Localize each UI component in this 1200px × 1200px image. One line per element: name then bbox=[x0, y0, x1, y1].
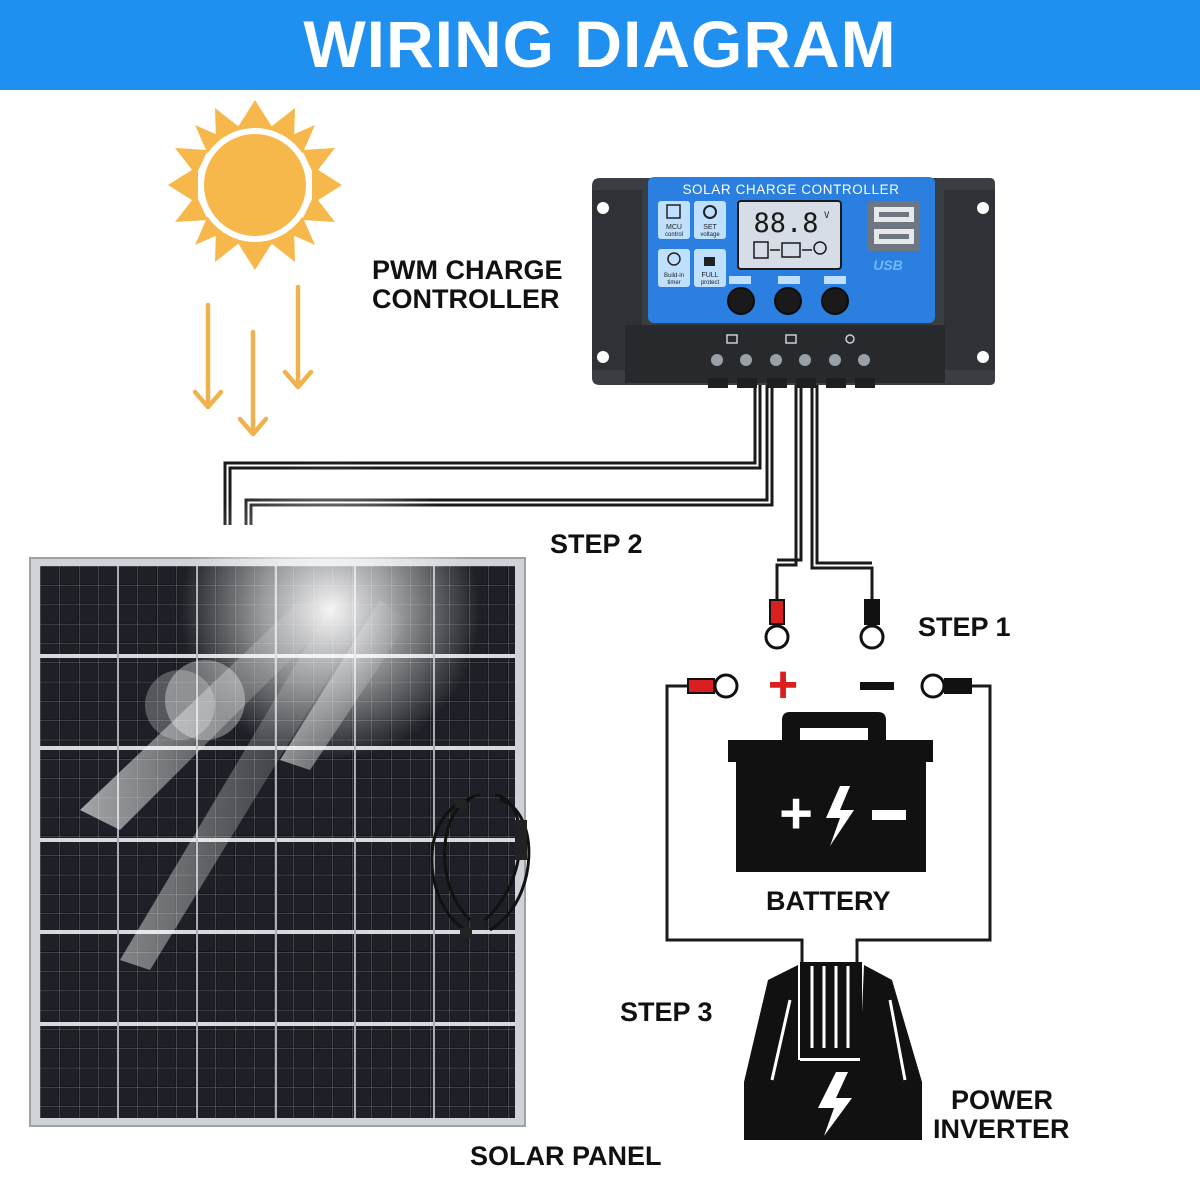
solar-panel bbox=[29, 460, 531, 1127]
set-voltage-label: SET bbox=[703, 224, 717, 231]
charge-controller: SOLAR CHARGE CONTROLLER MCU control SET … bbox=[592, 177, 995, 388]
battery-negative-terminal bbox=[859, 599, 885, 650]
terminal-screws bbox=[711, 354, 870, 366]
svg-text:control: control bbox=[665, 232, 683, 238]
inverter-wires bbox=[665, 684, 992, 965]
step1-label: STEP 1 bbox=[918, 612, 1011, 642]
usb-label: USB bbox=[873, 257, 903, 273]
battery-plus-symbol: + bbox=[779, 781, 813, 846]
battery-label: BATTERY bbox=[766, 886, 891, 916]
full-protect-label: FULL bbox=[701, 272, 718, 279]
step3-label: STEP 3 bbox=[620, 997, 713, 1027]
battery-icon: + bbox=[728, 712, 933, 872]
lock-icon bbox=[704, 257, 715, 266]
minus-mark bbox=[860, 682, 894, 690]
inverter-positive-terminal bbox=[687, 673, 739, 699]
page-title: WIRING DIAGRAM bbox=[303, 7, 897, 81]
inverter-icon bbox=[744, 962, 922, 1140]
inverter-negative-terminal bbox=[920, 673, 972, 699]
battery-wires bbox=[775, 385, 874, 600]
mcu-control-label: MCU bbox=[666, 224, 682, 231]
clock-icon bbox=[667, 252, 681, 266]
gear-icon bbox=[703, 205, 717, 219]
controller-button-1 bbox=[727, 287, 755, 315]
build-in-timer-label: Build-in bbox=[664, 273, 684, 279]
controller-button-2 bbox=[774, 287, 802, 315]
chip-icon bbox=[666, 204, 681, 219]
battery-minus-symbol bbox=[872, 810, 906, 820]
plus-mark: + bbox=[768, 656, 798, 714]
controller-button-3 bbox=[821, 287, 849, 315]
pwm-controller-label-line1: PWM CHARGE bbox=[372, 255, 563, 285]
pwm-controller-label-line2: CONTROLLER bbox=[372, 284, 560, 314]
controller-function-buttons: MCU control SET voltage Build-in timer F… bbox=[658, 201, 726, 287]
terminal-symbols bbox=[726, 334, 855, 344]
lcd-value: 88.8 bbox=[753, 208, 818, 239]
svg-text:timer: timer bbox=[667, 280, 680, 286]
sunlight-arrow-icon bbox=[192, 284, 314, 437]
junction-box bbox=[515, 820, 527, 860]
sun-icon bbox=[168, 100, 342, 270]
inverter-lightning-icon bbox=[818, 1072, 852, 1136]
lightning-icon bbox=[826, 786, 854, 846]
battery-positive-terminal bbox=[764, 599, 790, 650]
title-banner bbox=[0, 0, 1200, 90]
inverter-label-line2: INVERTER bbox=[933, 1114, 1070, 1144]
controller-header: SOLAR CHARGE CONTROLLER bbox=[682, 182, 899, 197]
svg-text:protect: protect bbox=[701, 280, 720, 286]
lcd-unit: V bbox=[824, 211, 830, 221]
inverter-label-line1: POWER bbox=[951, 1085, 1054, 1115]
step2-label: STEP 2 bbox=[550, 529, 643, 559]
solar-panel-label: SOLAR PANEL bbox=[470, 1141, 662, 1171]
lcd-status-icons bbox=[753, 241, 827, 259]
svg-text:voltage: voltage bbox=[700, 232, 720, 238]
